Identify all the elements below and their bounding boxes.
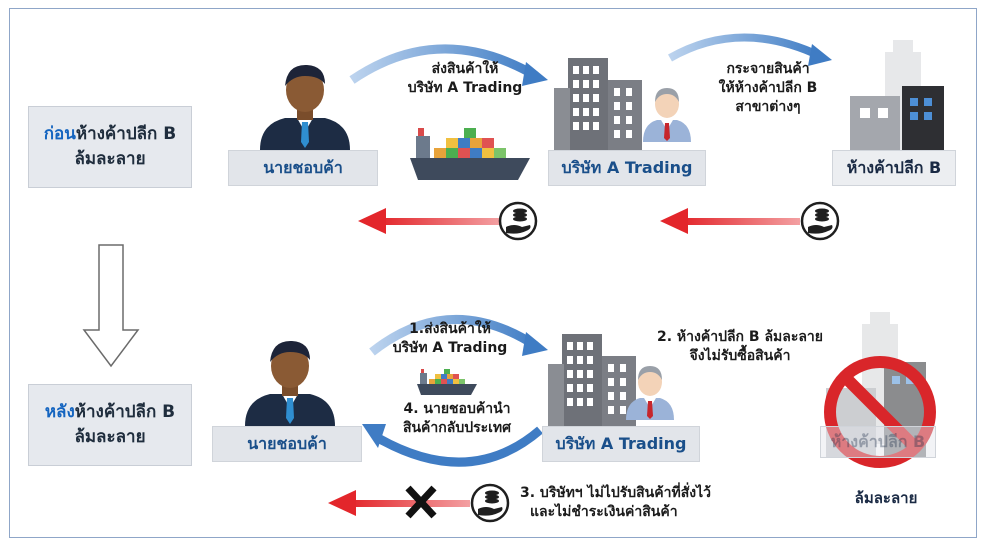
- cargo-ship-icon: [410, 128, 530, 180]
- after-label: หลังห้างค้าปลีก B ล้มละลาย: [28, 384, 192, 466]
- step3-line2: และไม่ชำระเงินค่าสินค้า: [530, 503, 678, 520]
- merchant-label-bottom: นายชอบค้า: [212, 426, 362, 462]
- after-label-line2: ล้มละลาย: [74, 427, 146, 447]
- step3-line1: 3. บริษัทฯ ไม่ไปรับสินค้าที่สั่งไว้: [520, 485, 711, 501]
- ship-arrow-top: [349, 44, 548, 86]
- money-hand-icon: [800, 201, 840, 241]
- before-label-line2: ล้มละลาย: [74, 149, 146, 169]
- step4-line1: 4. นายชอบค้านำ: [403, 401, 511, 417]
- down-arrow-icon: [82, 244, 140, 368]
- before-label-line1: ห้างค้าปลีก B: [75, 123, 177, 144]
- bankrupt-label: ล้มละลาย: [854, 489, 918, 507]
- money-arrow-left-1: [358, 208, 500, 234]
- step1-line1: 1.ส่งสินค้าให้: [409, 321, 491, 337]
- step4-text: 4. นายชอบค้านำ สินค้ากลับประเทศ: [382, 400, 532, 438]
- step1-line2: บริษัท A Trading: [392, 339, 508, 356]
- step2-text: 2. ห้างค้าปลีก B ล้มละลาย จึงไม่รับซื้อส…: [650, 328, 830, 366]
- after-label-line1: ห้างค้าปลีก B: [74, 401, 176, 422]
- office-building-icon: [548, 334, 636, 426]
- money-arrow-left-3: [328, 490, 470, 516]
- cargo-ship-icon: [417, 369, 477, 395]
- merchant-avatar-icon: [260, 64, 350, 150]
- step3-text: 3. บริษัทฯ ไม่ไปรับสินค้าที่สั่งไว้ และไ…: [520, 484, 750, 522]
- ship-text-top: ส่งสินค้าให้ บริษัท A Trading: [390, 60, 540, 98]
- ship-arrow-bottom: [369, 315, 548, 356]
- distribute-text: กระจายสินค้า ให้ห้างค้าปลีก B สาขาต่างๆ: [698, 60, 838, 117]
- money-arrow-left-2: [660, 208, 800, 234]
- step4-line2: สินค้ากลับประเทศ: [402, 419, 512, 436]
- merchant-label-top: นายชอบค้า: [228, 150, 378, 186]
- office-building-icon: [554, 58, 642, 150]
- manager-avatar-icon: [643, 88, 691, 142]
- company-label-top: บริษัท A Trading: [548, 150, 706, 186]
- company-label-bottom: บริษัท A Trading: [542, 426, 700, 462]
- distribute-text-line1: กระจายสินค้า: [726, 61, 810, 77]
- ship-text-top-line1: ส่งสินค้าให้: [431, 61, 499, 77]
- distribute-arrow: [668, 33, 832, 66]
- diagram-frame: [9, 8, 977, 538]
- retailer-faded-label: ห้างค้าปลีก B: [820, 426, 936, 458]
- step2-line1: 2. ห้างค้าปลีก B ล้มละลาย: [657, 329, 823, 345]
- distribute-text-line3: สาขาต่างๆ: [735, 98, 801, 115]
- step1-text: 1.ส่งสินค้าให้ บริษัท A Trading: [376, 320, 524, 358]
- prohibition-icon: [824, 356, 936, 468]
- retailer-label-top: ห้างค้าปลีก B: [832, 150, 956, 186]
- cross-icon: [405, 485, 437, 519]
- retail-building-icon: [850, 40, 944, 152]
- ship-text-top-line2: บริษัท A Trading: [407, 79, 523, 96]
- before-highlight: ก่อน: [43, 123, 76, 144]
- merchant-avatar-icon: [245, 340, 335, 426]
- money-hand-icon: [470, 483, 510, 523]
- after-highlight: หลัง: [44, 401, 75, 422]
- before-label: ก่อนห้างค้าปลีก B ล้มละลาย: [28, 106, 192, 188]
- step2-line2: จึงไม่รับซื้อสินค้า: [689, 347, 791, 364]
- distribute-text-line2: ให้ห้างค้าปลีก B: [718, 79, 818, 96]
- money-hand-icon: [498, 201, 538, 241]
- return-arrow: [362, 424, 543, 467]
